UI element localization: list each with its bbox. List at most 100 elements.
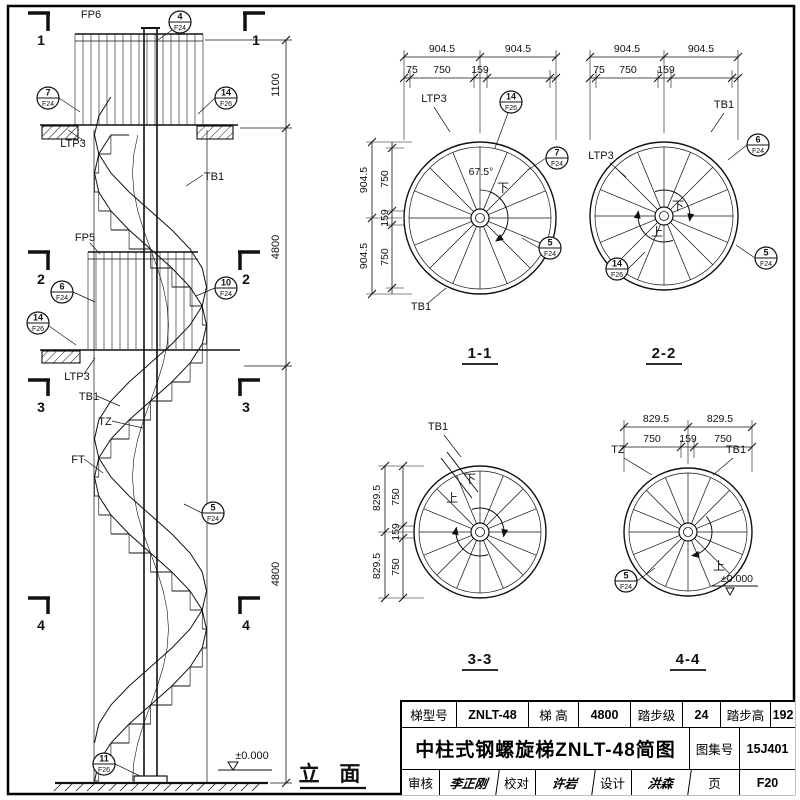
height-label: 梯 高 [529,702,579,728]
svg-text:4: 4 [177,12,182,22]
ref-bubble-5: 5 F24 [754,246,778,270]
ref-bubble-4: 4 F24 [168,10,192,34]
svg-text:F26: F26 [611,272,623,279]
direction-down-label: 下 [464,472,476,486]
section-mark-1-left: 1 [37,32,45,48]
height-value: 4800 [579,702,631,728]
svg-text:7: 7 [45,88,50,98]
dim-label: 904.5 [688,43,714,55]
svg-text:F24: F24 [551,161,563,168]
title-block: 梯型号 ZNLT-48 梯 高 4800 踏步级 24 踏步高 192 中柱式钢… [400,700,795,795]
page-label: 页 [690,770,740,795]
dim-label: 829.5 [643,413,669,425]
ref-bubble-14: 14 F26 [499,90,523,114]
part-label-tb1: TB1 [726,444,746,456]
svg-text:14: 14 [612,259,622,269]
plan-title-2-2: 2-2 [652,345,677,362]
title-block-row-people: 审核 李正刚 校对 许岩 设计 洪森 页 F20 [402,770,795,795]
svg-text:14: 14 [33,313,43,323]
svg-text:10: 10 [221,278,231,288]
svg-text:F26: F26 [220,101,232,108]
dim-label: 750 [390,558,402,576]
sheet-title: 中柱式钢螺旋梯ZNLT-48简图 [402,728,690,770]
svg-text:F24: F24 [207,516,219,523]
plan-view-2-2: 904.5 904.5 75 750 159 TB1 LTP3 下 上 2-2 … [588,43,778,362]
dim-label: 75 [593,64,605,76]
ref-bubble-14b: 14 F26 [26,311,50,335]
proof-signature: 许岩 [534,770,596,795]
dim-label: 159 [390,523,402,541]
part-label-tb1: TB1 [428,421,448,433]
part-label-tb1: TB1 [714,99,734,111]
svg-text:F24: F24 [544,251,556,258]
dim-label: 4800 [270,235,282,259]
dim-label: 829.5 [707,413,733,425]
dim-label: 75 [406,64,418,76]
dim-label: 1100 [270,73,282,97]
dim-label: 159 [471,64,489,76]
title-block-row-title: 中柱式钢螺旋梯ZNLT-48简图 图集号 15J401 [402,728,795,770]
dim-label: 829.5 [371,553,383,579]
ref-bubble-10: 10 F24 [214,276,238,300]
part-label-fp5: FP5 [75,232,95,244]
svg-text:6: 6 [59,282,64,292]
section-mark-3-right: 3 [242,399,250,415]
dim-label: 750 [379,170,391,188]
dim-label: 750 [433,64,451,76]
part-label-ltp3: LTP3 [60,138,85,150]
section-mark-2-left: 2 [37,271,45,287]
elevation-view: FP6 1 1 1100 LTP3 TB1 4800 2 2 FP5 3 3 L… [26,9,368,786]
ref-bubble-5: 5 F24 [614,569,638,593]
svg-text:7: 7 [554,148,559,158]
part-label-tz: TZ [611,444,625,456]
dim-label: 750 [379,248,391,266]
direction-up-label: 上 [713,559,725,573]
direction-up-label: 上 [651,225,663,239]
section-mark-1-right: 1 [252,32,260,48]
ref-bubble-6: 6 F24 [746,133,770,157]
part-label-fp6: FP6 [81,9,101,21]
proof-label: 校对 [498,770,536,795]
ref-bubble-7: 7 F24 [545,146,569,170]
atlas-value: 15J401 [740,728,795,770]
ref-bubble-11: 11 F26 [92,752,116,776]
dim-label: 159 [679,433,697,445]
steps-label: 踏步级 [631,702,683,728]
svg-text:14: 14 [221,88,231,98]
dim-label: 750 [714,433,732,445]
model-value: ZNLT-48 [457,702,529,728]
plan-title-3-3: 3-3 [468,651,493,668]
angle-label: 67.5° [469,166,494,178]
design-label: 设计 [594,770,632,795]
svg-text:F24: F24 [620,584,632,591]
part-label-ft: FT [71,454,85,466]
section-mark-2-right: 2 [242,271,250,287]
svg-text:5: 5 [210,503,215,513]
ref-bubble-14a: 14 F26 [214,86,238,110]
datum-label: ±0.000 [235,750,269,762]
plan-view-1-1: 904.5 904.5 75 750 159 904.5 904.5 750 1… [358,43,569,362]
part-label-tb1: TB1 [204,171,224,183]
part-label-tb1: TB1 [411,301,431,313]
dim-label: 904.5 [505,43,531,55]
part-label-tz: TZ [98,416,112,428]
part-label-ltp3: LTP3 [421,93,446,105]
section-mark-4-right: 4 [242,617,250,633]
datum-label: ±0.000 [721,573,753,585]
dim-label: 159 [379,209,391,227]
svg-text:F24: F24 [174,25,186,32]
dim-label: 904.5 [358,167,370,193]
svg-text:F26: F26 [98,767,110,774]
ref-bubble-5: 5 F24 [538,236,562,260]
dim-label: 829.5 [371,485,383,511]
dim-label: 159 [657,64,675,76]
section-mark-3-left: 3 [37,399,45,415]
ref-bubble-14: 14 F26 [605,257,629,281]
drawing-linework [28,11,758,792]
page-value: F20 [756,775,779,790]
dim-label: 750 [643,433,661,445]
atlas-label: 图集号 [690,728,740,770]
ref-bubble-5: 5 F24 [201,501,225,525]
elevation-title: 立 面 [299,762,368,786]
